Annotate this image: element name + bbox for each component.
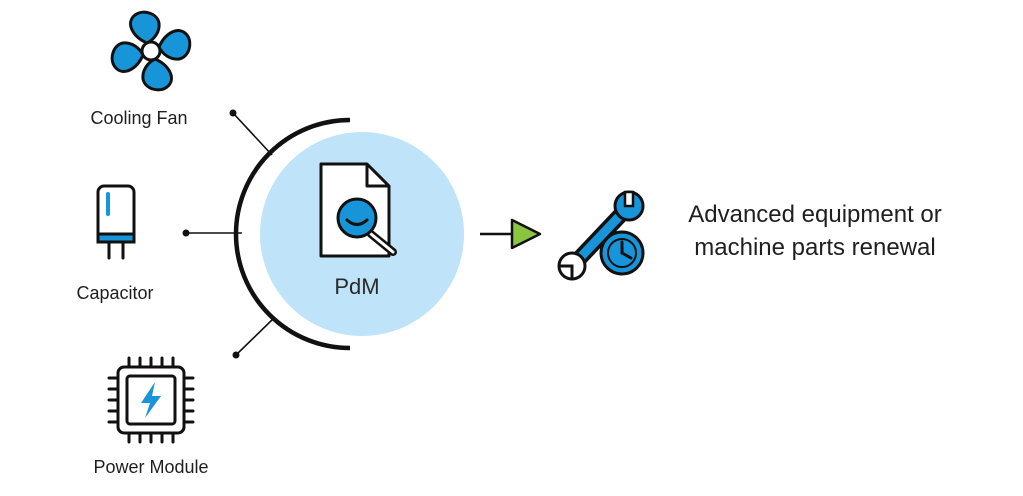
connector-cooling-fan — [232, 112, 273, 156]
pdm-label: PdM — [334, 274, 380, 299]
connector-dot-power-module — [232, 351, 240, 359]
chip-lightning-icon — [107, 356, 195, 444]
outcome-text: Advanced equipment or machine parts rene… — [655, 198, 975, 264]
outcome-line-2: machine parts renewal — [694, 234, 936, 261]
document-search-icon — [319, 162, 397, 258]
power-module-label: Power Module — [93, 457, 209, 477]
outcome-line-1: Advanced equipment or — [688, 201, 942, 228]
wrench-clock-icon — [557, 190, 645, 281]
capacitor-label: Capacitor — [76, 283, 154, 303]
connector-dot-cooling-fan — [229, 109, 237, 117]
pdm-half-ring — [233, 117, 351, 351]
arrow-right-icon — [480, 218, 542, 250]
fan-icon — [110, 10, 192, 92]
connectors — [186, 112, 275, 356]
connector-dot-capacitor — [182, 229, 190, 237]
connector-power-module — [235, 317, 275, 356]
capacitor-icon — [96, 184, 136, 260]
connector-dots — [182, 109, 240, 359]
cooling-fan-label: Cooling Fan — [90, 108, 188, 128]
